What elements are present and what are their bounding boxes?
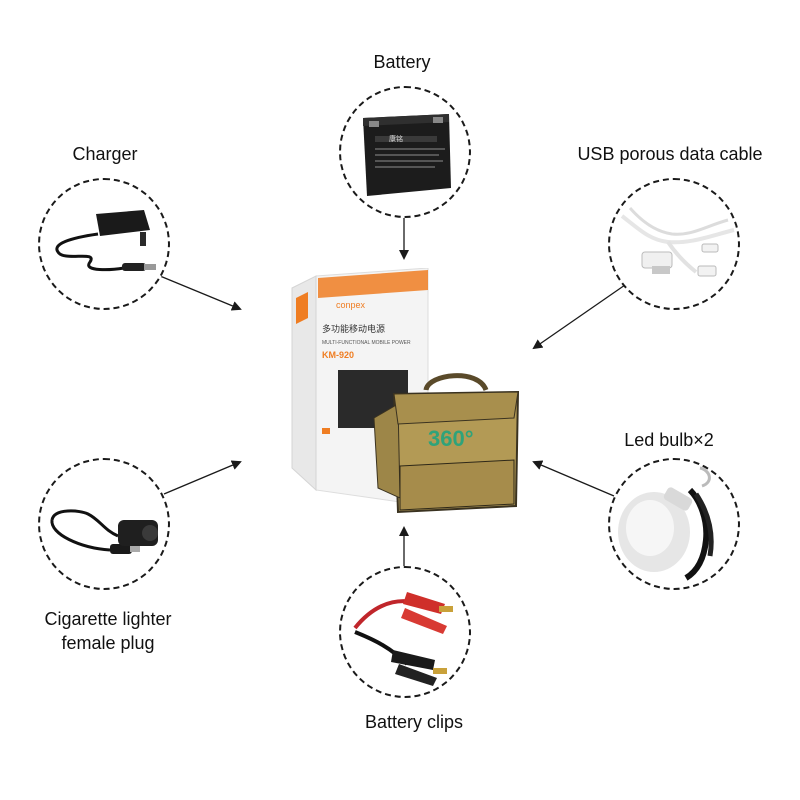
usb-cable-circle [608,178,740,310]
charger-label: Charger [72,144,138,164]
led-bulb-label: Led bulb×2 [624,430,714,450]
charger-arrow [159,275,242,311]
battery-clips-icon [353,592,453,686]
cigarette-label-line1: Cigarette lighter [44,609,172,629]
led-bulb-circle [608,458,740,590]
cigarette-label-line2: female plug [61,633,155,653]
battery-label: Battery [373,52,431,72]
product-title-cn: 多功能移动电源 [322,323,385,334]
product-brand: conpex [336,300,366,310]
bag-logo: 360° [428,426,474,451]
charger-icon [55,210,156,272]
mobile-power-product: conpex 多功能移动电源 MULTI-FUNCTIONAL MOBILE P… [291,268,520,514]
battery-icon: 康铭 [363,114,451,196]
led-bulb-icon [618,466,714,581]
cigarette-circle [38,458,170,590]
battery-brand-text: 康铭 [389,134,403,143]
cigarette-lighter-plug-icon [50,509,158,554]
battery-circle: 康铭 [339,86,471,218]
usb-cable-icon [620,207,735,277]
usb-cable-label: USB porous data cable [577,144,763,164]
battery-clips-label: Battery clips [364,712,464,732]
product-title-en: MULTI-FUNCTIONAL MOBILE POWER [322,340,411,346]
led-bulb-arrow [532,460,615,497]
charger-circle [38,178,170,310]
battery-clips-circle [339,566,471,698]
product-model: KM-920 [322,350,354,360]
cigarette-arrow [163,460,242,495]
